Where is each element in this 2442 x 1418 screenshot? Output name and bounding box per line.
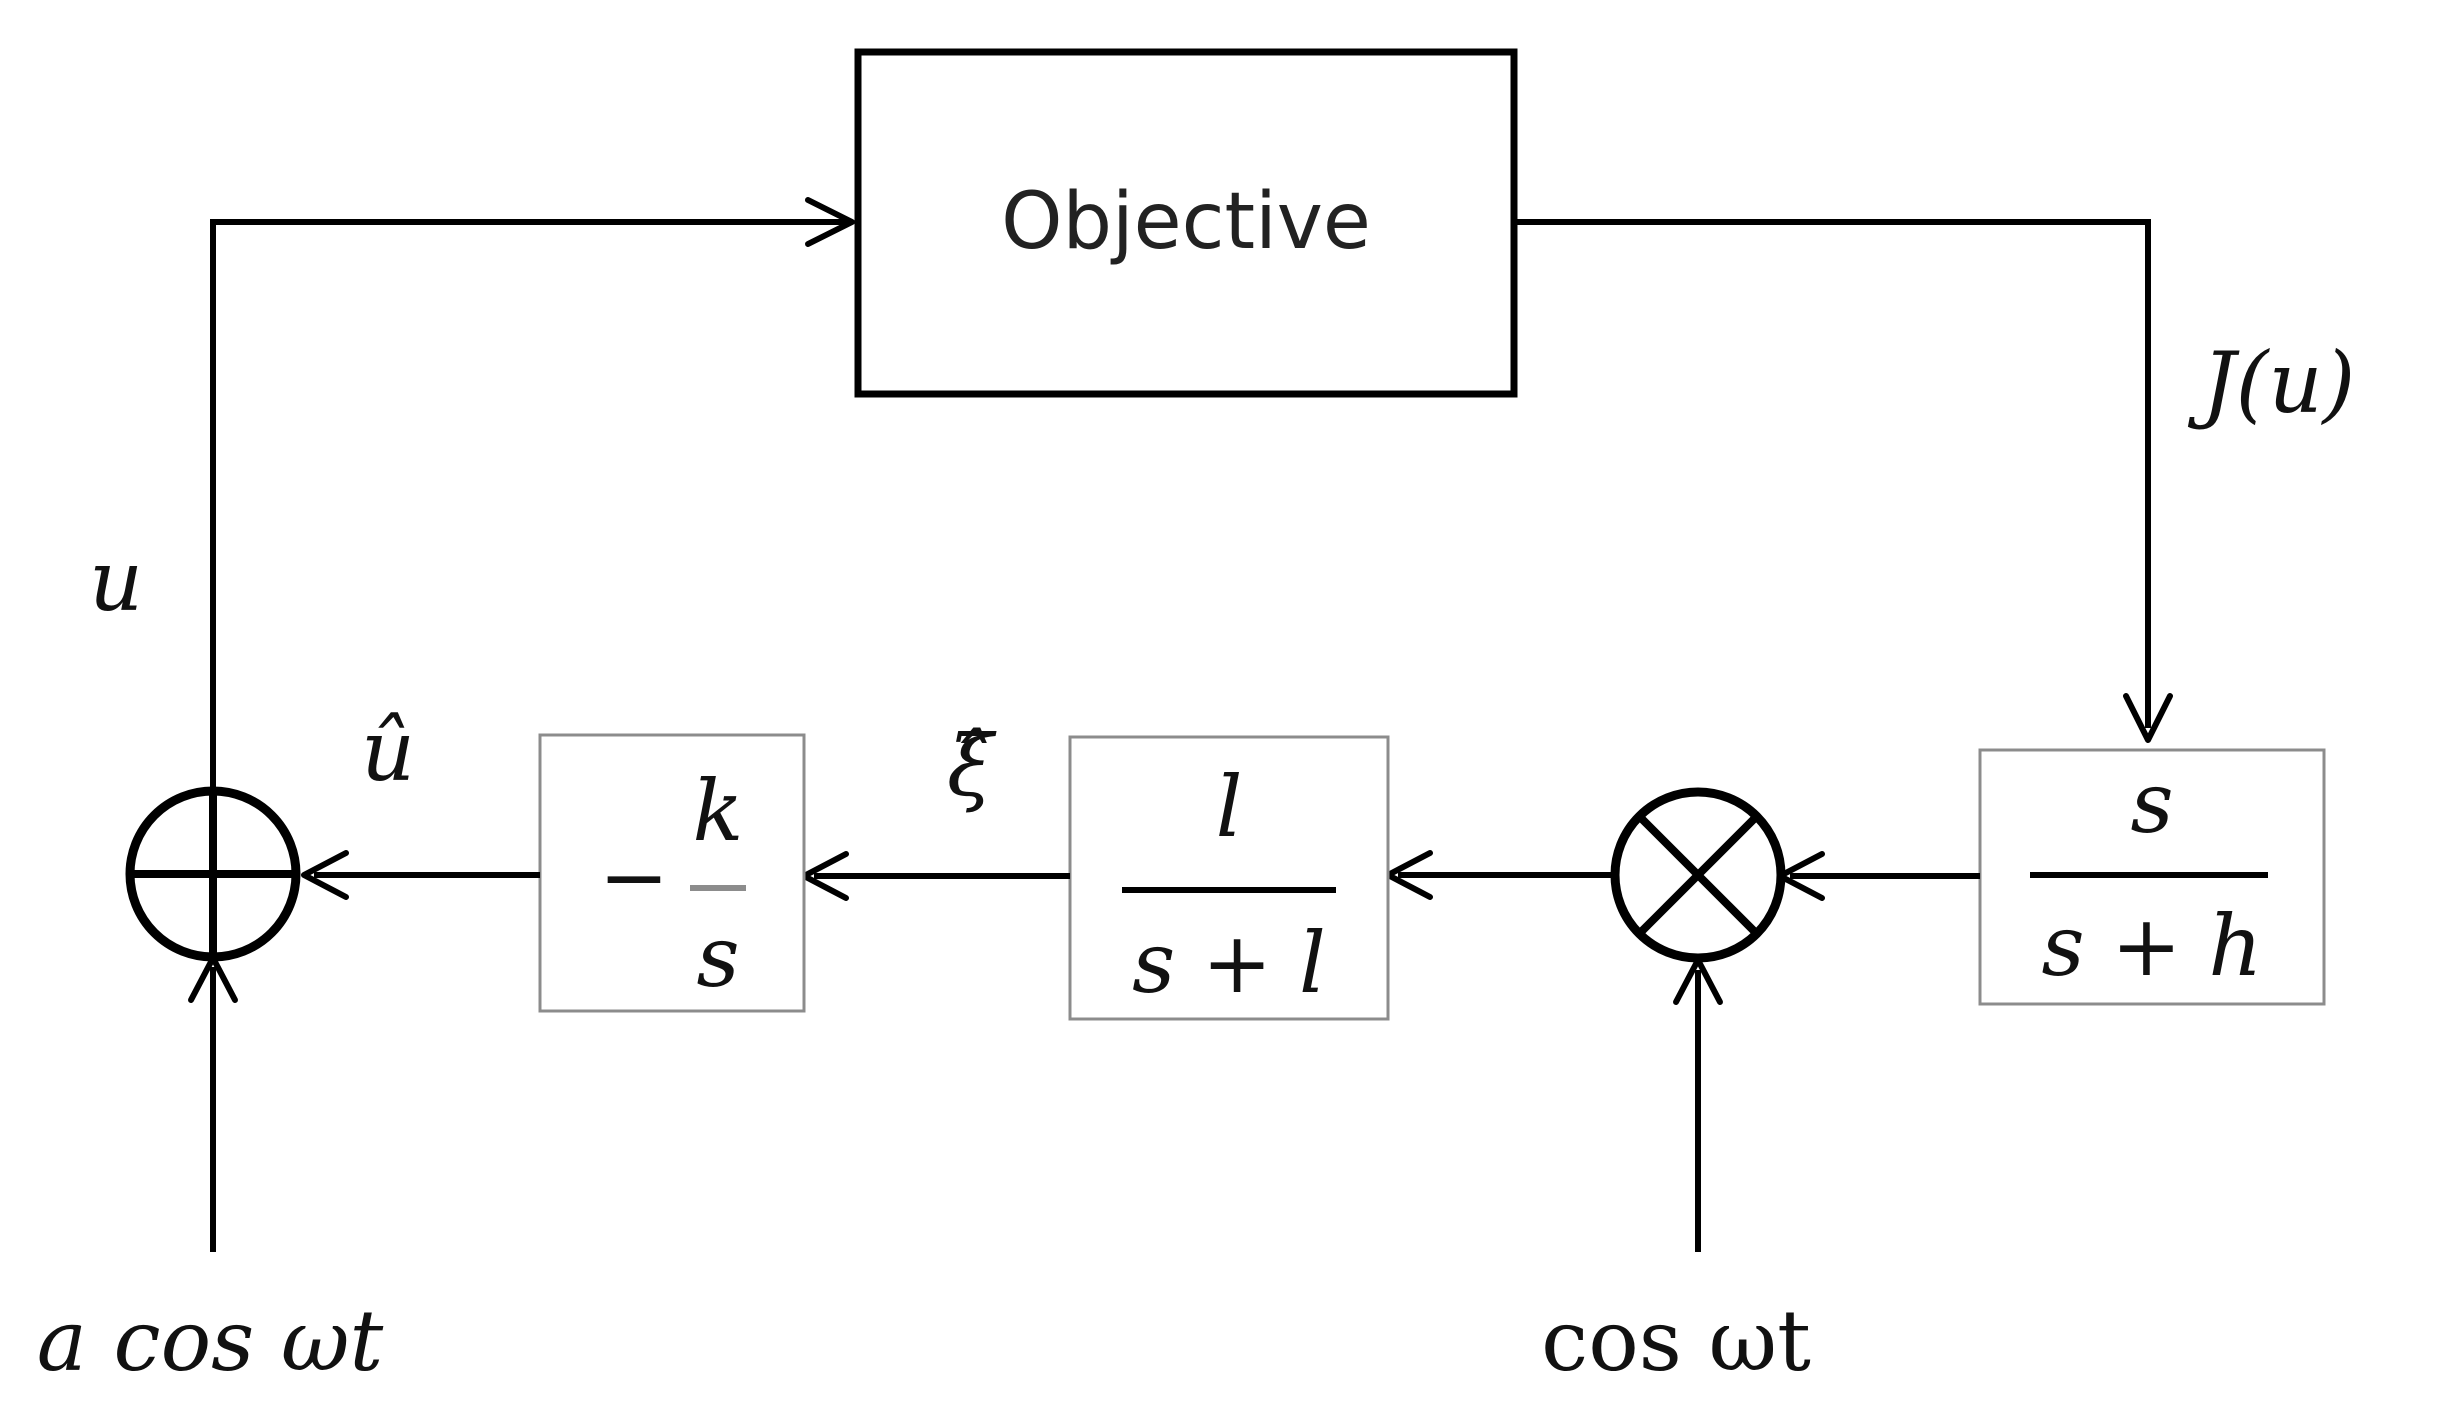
demodulation-signal-label: cos ωt [1541, 1292, 1811, 1390]
integrator-to-sum-wire [301, 850, 540, 900]
arrowhead-up-icon [188, 955, 238, 1003]
estimate-label: û [361, 702, 415, 800]
multiplier-to-lowpass-wire [1385, 850, 1615, 900]
highpass-to-multiplier-wire [1777, 851, 1980, 901]
lowpass-filter-block: l s + l [1068, 735, 1390, 1021]
lowpass-denominator: s + l [1132, 914, 1326, 1012]
lowpass-to-integrator-wire [801, 851, 1070, 901]
highpass-numerator: s [2130, 754, 2173, 852]
objective-label: Objective [1001, 177, 1371, 267]
highpass-denominator: s + h [2042, 897, 2263, 995]
highpass-filter-block: s s + h [1978, 748, 2326, 1006]
arrowhead-left-icon [301, 850, 349, 900]
summing-junction [125, 786, 301, 962]
integrator-numerator: k [693, 762, 744, 860]
integrator-sign: − [599, 828, 669, 926]
integrator-block: − k s [538, 733, 806, 1013]
dither-wire [188, 955, 238, 1252]
integrator-denominator: s [696, 908, 739, 1006]
input-feedback-wire [210, 197, 855, 791]
demodulation-wire [1673, 957, 1723, 1252]
arrowhead-up-icon [1673, 957, 1723, 1005]
objective-block: Objective [854, 48, 1518, 398]
arrowhead-down-icon [2123, 693, 2173, 743]
arrowhead-right-icon [805, 197, 855, 247]
objective-output-label: J(u) [2187, 334, 2355, 432]
lowpass-numerator: l [1216, 758, 1243, 856]
dither-signal-label: a cos ωt [37, 1292, 384, 1390]
input-signal-label: u [89, 532, 143, 630]
multiplier-junction [1610, 787, 1786, 963]
objective-output-wire [1514, 219, 2173, 743]
filtered-signal-label: ξ̂ [947, 717, 997, 815]
